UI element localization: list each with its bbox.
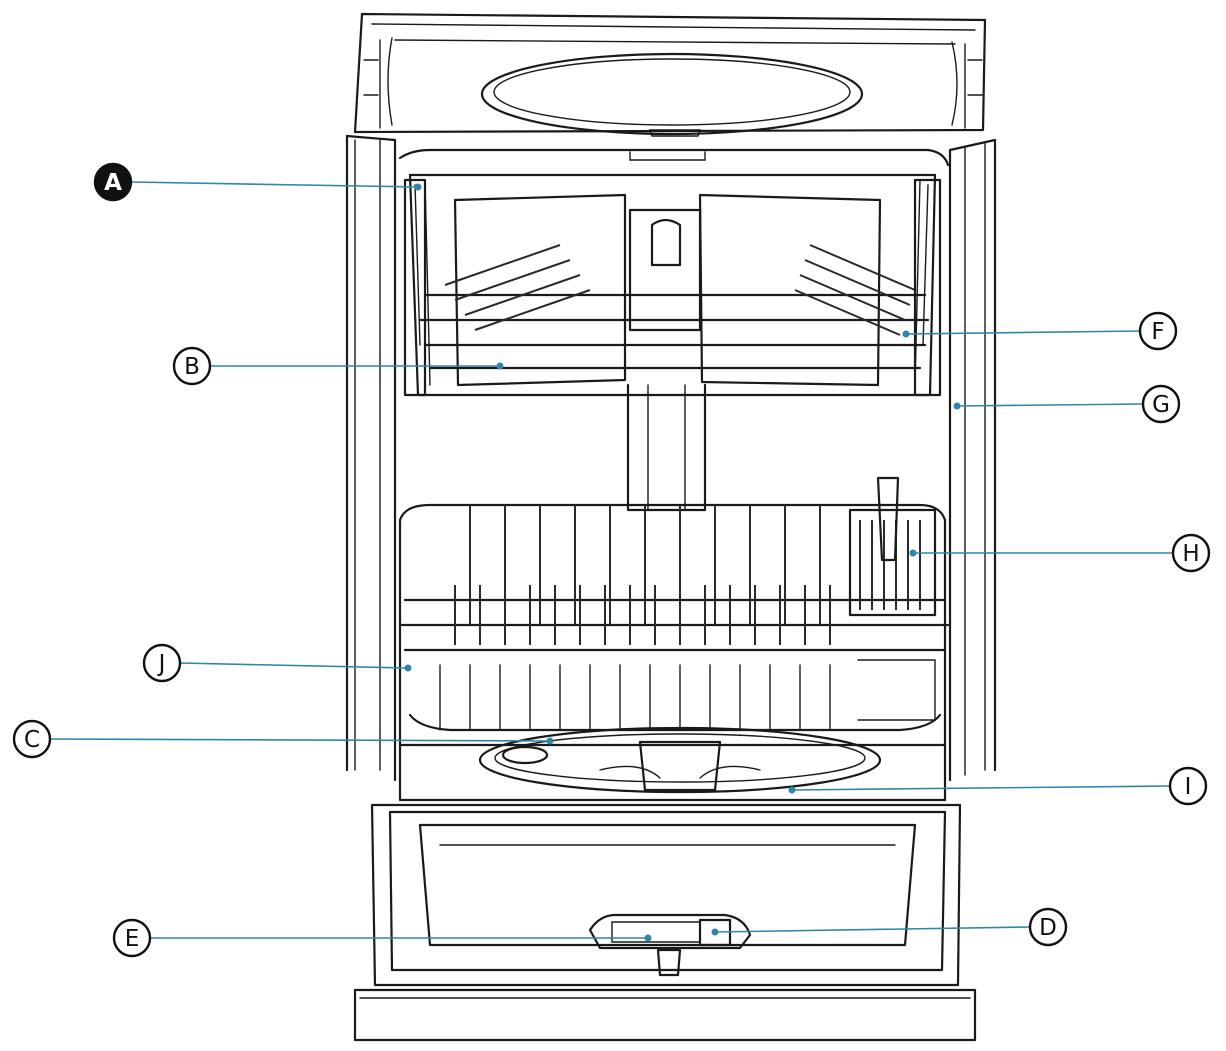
callout-c: C [12,719,52,759]
callout-j-label: J [157,651,166,677]
callout-e: E [112,918,152,958]
callout-e-label: E [125,926,140,952]
leader-line-i [791,785,1171,791]
callout-g: G [1141,384,1181,424]
tub-top-edge [398,148,950,167]
callout-a: A [93,162,133,202]
leader-line-d [714,926,1031,933]
callout-h-label: H [1182,541,1199,567]
callout-c-label: C [24,727,40,753]
door [353,803,977,1042]
callout-b: B [172,346,212,386]
top-frame [353,12,987,134]
leader-line-f [905,330,1141,335]
callout-d: D [1028,907,1068,947]
tub-floor [398,743,947,802]
callout-f: F [1138,311,1178,351]
cutlery-basket [848,476,937,721]
callout-b-label: B [184,354,200,380]
tub-vent [629,151,706,161]
cabinet-sides [345,134,997,782]
leader-lines [49,181,1173,942]
lower-rack [398,503,950,747]
upper-rack [408,173,937,397]
spray-tube [626,383,707,512]
callout-f-label: F [1151,319,1164,345]
callout-g-label: G [1152,392,1170,418]
leader-line-c [49,738,551,742]
detergent-dispenser [588,913,752,977]
upper-spray-arm [480,52,864,137]
leader-line-a [130,181,419,188]
lower-spray-arm [478,726,882,794]
callout-i-label: I [1185,774,1192,800]
callout-d-label: D [1039,915,1057,941]
right-rack-rail [913,178,942,397]
left-rack-rail [403,178,427,397]
leader-line-j [179,662,409,669]
callout-h: H [1171,533,1211,573]
leader-line-g [956,403,1144,407]
callout-i: I [1168,766,1208,806]
callout-a-label: A [104,170,122,196]
callout-j: J [142,643,182,683]
